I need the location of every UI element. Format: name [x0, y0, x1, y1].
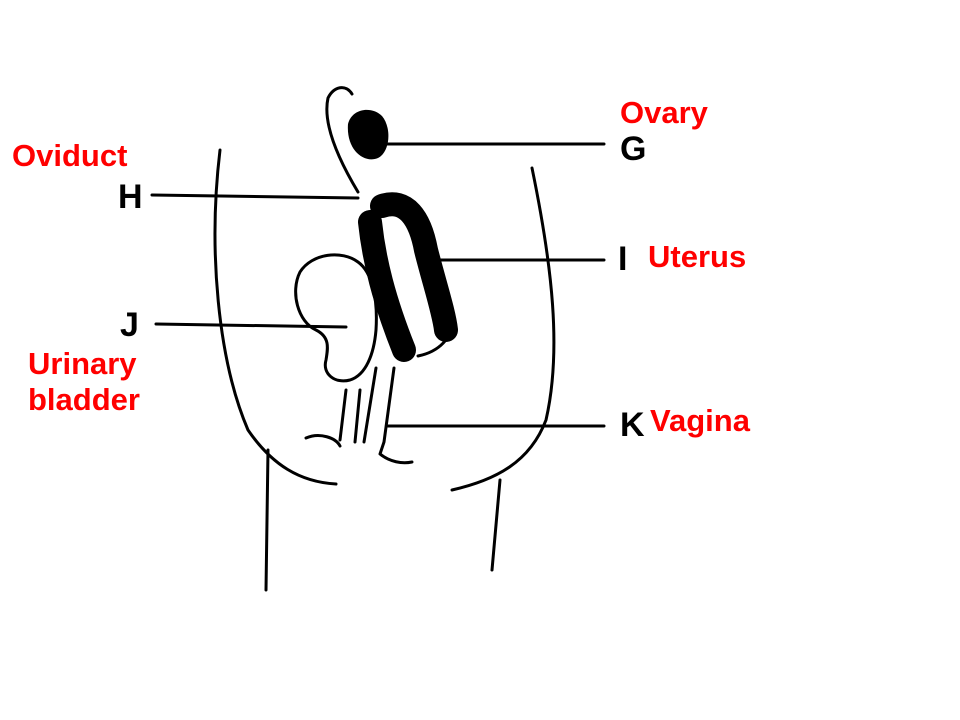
leader-line-h — [150, 193, 360, 200]
label-name-ovary: Ovary — [620, 95, 708, 130]
label-letter-g: G — [620, 130, 646, 168]
labia-curve — [304, 434, 342, 448]
label-letter-k: K — [620, 406, 645, 444]
vagina-shape — [362, 366, 414, 465]
label-letter-h: H — [118, 178, 143, 216]
right-leg-line — [490, 478, 502, 572]
label-letter-i: I — [618, 240, 627, 278]
left-leg-line — [264, 448, 270, 592]
oviduct-shape — [325, 86, 360, 194]
leader-line-j — [154, 322, 348, 329]
bladder-shape — [294, 253, 378, 383]
label-name-bladder: Urinary bladder — [28, 346, 140, 417]
label-name-vagina: Vagina — [650, 403, 750, 438]
ovary-shape — [347, 109, 389, 160]
body-outline-left — [213, 148, 338, 486]
body-outline-right — [450, 166, 556, 492]
label-name-oviduct: Oviduct — [12, 138, 128, 173]
label-letter-j: J — [120, 306, 139, 344]
urethra-shape — [338, 388, 362, 444]
label-name-uterus: Uterus — [648, 239, 747, 274]
uterus-shape — [358, 192, 458, 362]
